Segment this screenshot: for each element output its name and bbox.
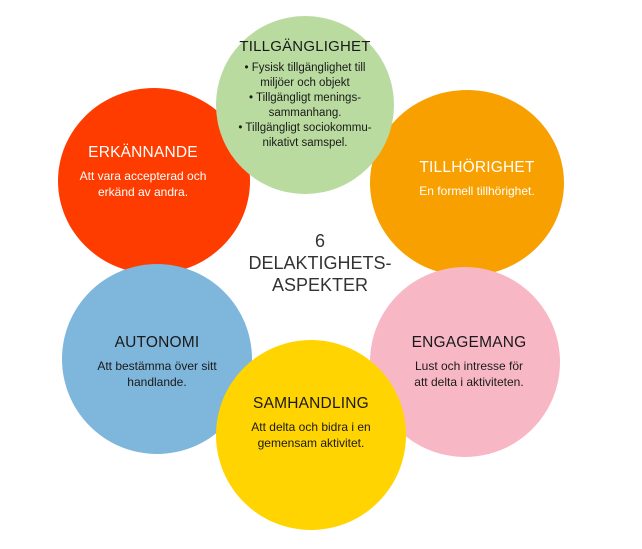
autonomy-line: Att bestämma över sitt: [97, 359, 217, 373]
accessibility-line: nikativt samspel.: [262, 137, 348, 149]
center-label: 6 DELAKTIGHETS- ASPEKTER: [232, 230, 408, 296]
recognition-line: erkänd av andra.: [97, 185, 189, 199]
autonomy-description: Att bestämma över sitt handlande.: [97, 358, 216, 390]
accessibility-line: • Tillgängligt menings-: [248, 92, 362, 104]
coaction-description: Att delta och bidra i en gemensam aktivi…: [251, 419, 370, 451]
recognition-line: Att vara accepterad och: [79, 169, 207, 183]
engagement-description: Lust och intresse för att delta i aktivi…: [414, 358, 523, 390]
coaction-title: SAMHANDLING: [253, 395, 369, 412]
engagement-title: ENGAGEMANG: [411, 334, 527, 351]
accessibility-line: • Fysisk tillgänglighet till: [244, 62, 366, 74]
center-line-1: DELAKTIGHETS-: [248, 253, 392, 273]
engagement-line: att delta i aktiviteten.: [414, 375, 524, 389]
accessibility-title: TILLGÄNGLIGHET: [239, 38, 371, 55]
accessibility-line: • Tillgängligt sociokommu-: [238, 122, 372, 134]
belonging-description: En formell tillhörighet.: [419, 183, 534, 199]
autonomy-title: AUTONOMI: [114, 334, 200, 351]
autonomy-line: handlande.: [127, 375, 187, 389]
belonging-line: En formell tillhörighet.: [419, 184, 535, 198]
accessibility-line: sammanhang.: [268, 107, 342, 119]
center-line-2: ASPEKTER: [271, 275, 369, 295]
recognition-title: ERKÄNNANDE: [88, 144, 198, 161]
accessibility-description: • Fysisk tillgänglighet till miljöer och…: [225, 61, 385, 151]
center-number: 6: [314, 231, 325, 251]
recognition-description: Att vara accepterad och erkänd av andra.: [80, 168, 207, 200]
accessibility-line: miljöer och objekt: [260, 77, 350, 89]
circle-belonging: TILLHÖRIGHET En formell tillhörighet.: [370, 90, 564, 276]
coaction-line: gemensam aktivitet.: [257, 436, 365, 450]
circle-accessibility: TILLGÄNGLIGHET • Fysisk tillgänglighet t…: [216, 16, 394, 194]
engagement-line: Lust och intresse för: [414, 359, 524, 373]
circle-autonomy: AUTONOMI Att bestämma över sitt handland…: [62, 264, 252, 454]
belonging-title: TILLHÖRIGHET: [419, 159, 535, 176]
circle-coaction: SAMHANDLING Att delta och bidra i en gem…: [216, 340, 406, 530]
coaction-line: Att delta och bidra i en: [251, 420, 371, 434]
